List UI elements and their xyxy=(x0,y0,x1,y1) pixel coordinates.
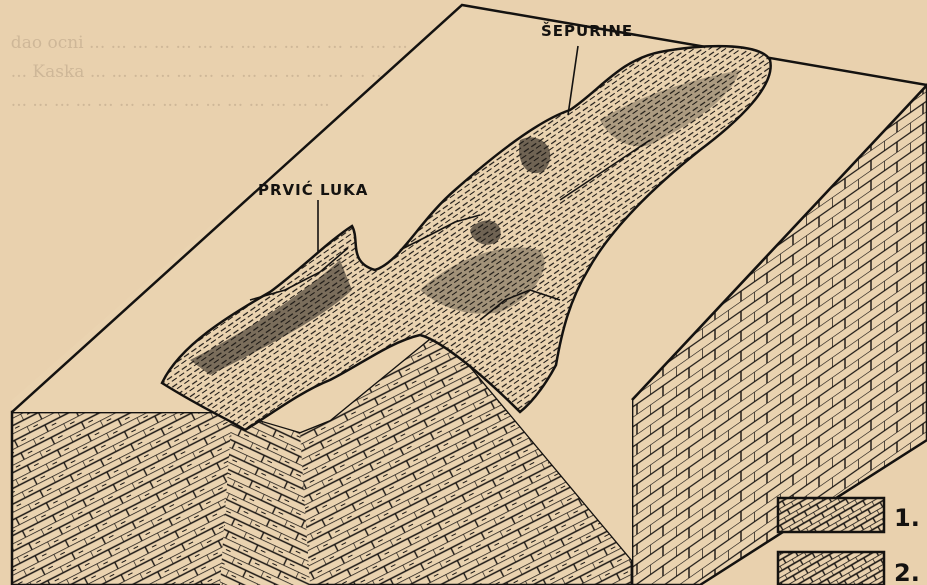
legend-label-1: 1. xyxy=(894,504,920,532)
label-prvic-luka: PRVIĆ LUKA xyxy=(258,180,368,199)
legend-swatch-2 xyxy=(778,552,884,585)
legend-label-2: 2. xyxy=(894,559,920,585)
legend-swatch-1 xyxy=(778,498,884,532)
legend: 1. 2. xyxy=(778,498,920,585)
label-sepurine: ŠEPURINE xyxy=(541,21,633,40)
